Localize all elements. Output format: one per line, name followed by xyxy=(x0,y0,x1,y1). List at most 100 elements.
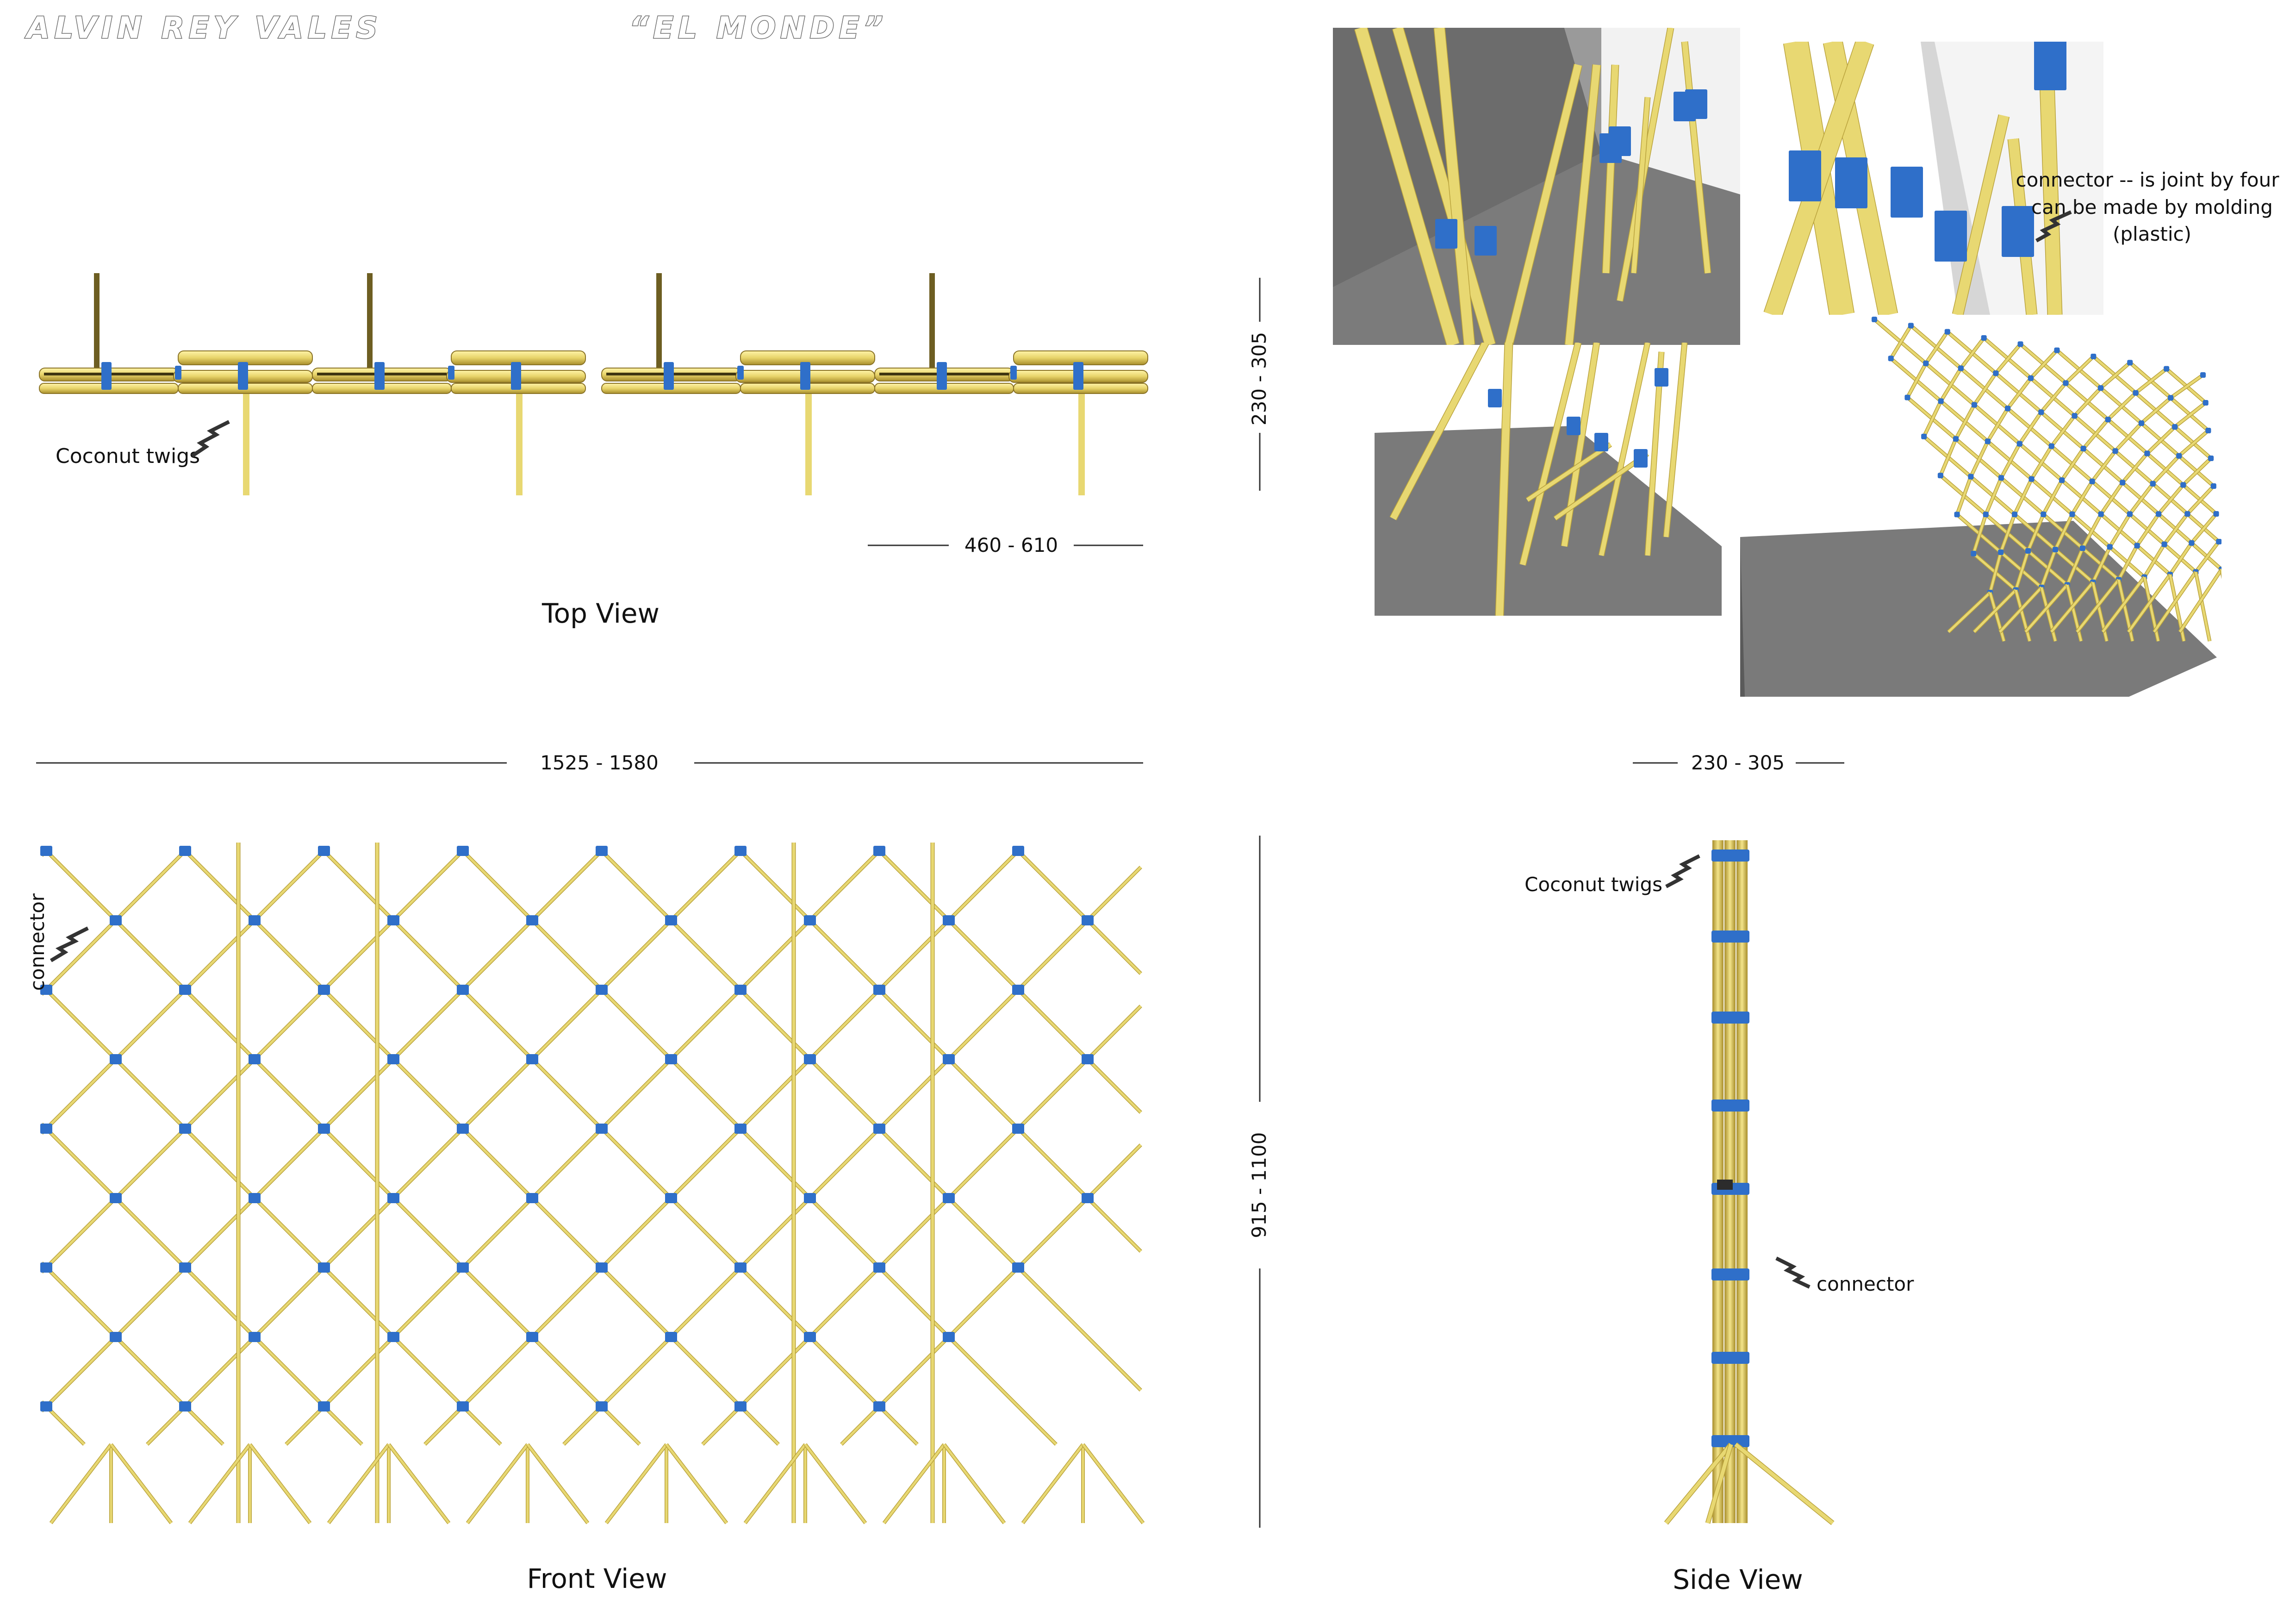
render-lattice-connector xyxy=(2105,417,2111,423)
render-lattice-twig-face xyxy=(2030,349,2058,379)
render-twig-face xyxy=(1520,343,1581,566)
render-connector-callout-line1: connector -- is joint by four xyxy=(2016,169,2279,191)
side-view-twigs-callout: Coconut twigs xyxy=(1524,873,1662,896)
front-leg-twig-face xyxy=(1082,1443,1144,1524)
render-lattice-twig-face xyxy=(2066,548,2084,586)
side-view-twigs-arrow xyxy=(1665,854,1700,888)
front-connector xyxy=(665,1332,677,1342)
front-diagonal-twig-face xyxy=(285,850,880,1445)
render-lattice-twig-face xyxy=(1906,362,1927,398)
front-diagonal-twig-face xyxy=(702,1005,1142,1445)
render-twig-face xyxy=(1603,64,1618,274)
render-lattice-connector xyxy=(2205,428,2211,433)
render-leg-twig-face xyxy=(2220,569,2221,576)
render-lattice-connector xyxy=(1993,370,1999,376)
render-lattice-connector xyxy=(1985,438,1991,444)
top-view: Coconut twigs 460 - 610 Top View 230 - 3… xyxy=(39,273,1270,629)
side-connector xyxy=(1711,1268,1749,1280)
front-connector xyxy=(318,846,330,856)
front-leg-twig-face xyxy=(605,1443,667,1524)
render-lattice-connector xyxy=(2180,482,2186,488)
front-leg-twig-face xyxy=(110,1443,172,1524)
render-lattice-connector xyxy=(1981,335,1987,341)
render-lattice-connector xyxy=(2089,478,2095,484)
front-connector xyxy=(1082,915,1094,925)
render-lattice-twig-face xyxy=(2107,392,2137,420)
render-connector xyxy=(2002,206,2034,257)
render-lattice-connector xyxy=(1944,329,1950,335)
render-lattice-connector xyxy=(2133,390,2139,396)
render-lattice-twig-face xyxy=(1940,368,1962,402)
render-lattice-connector xyxy=(1921,433,1927,439)
front-view-connector-callout: connector xyxy=(26,893,49,991)
front-diagonal-twig-face xyxy=(41,1123,363,1445)
render-lattice-twig-face xyxy=(2027,513,2045,551)
render-lattice-connector xyxy=(2038,409,2044,415)
render-connector xyxy=(1891,167,1923,218)
side-connector xyxy=(1711,1099,1749,1112)
render-lattice-connector xyxy=(2028,476,2035,482)
render-lattice-twig-face xyxy=(2007,377,2032,409)
render-lattice-connector xyxy=(1937,473,1943,479)
front-connector xyxy=(1012,985,1024,995)
side-connector-dark xyxy=(1717,1180,1733,1190)
render-lattice-twig-face xyxy=(2114,422,2142,452)
front-diagonal-twig-face xyxy=(184,850,779,1445)
render-lattice-twig-face xyxy=(2190,513,2217,544)
render-connector xyxy=(1655,368,1668,387)
front-connector xyxy=(179,1262,191,1273)
render-lattice-twig-face xyxy=(2195,541,2220,573)
render-lattice-twig-face xyxy=(1890,325,1912,359)
front-connector xyxy=(249,1193,261,1203)
top-view-connector xyxy=(937,362,947,390)
front-connector xyxy=(318,1262,330,1273)
top-view-callout-arrow xyxy=(191,420,230,458)
front-connector xyxy=(596,985,608,995)
render-panel-full-perspective xyxy=(1740,317,2221,697)
render-lattice-twig-face xyxy=(2135,368,2167,394)
render-lattice-connector xyxy=(2127,360,2133,366)
front-connector xyxy=(873,1401,885,1412)
render-lattice-twig-face xyxy=(2152,455,2180,485)
render-lattice-connector xyxy=(2005,406,2011,412)
render-lattice-connector xyxy=(2127,511,2133,517)
front-connector xyxy=(804,1332,816,1342)
front-view-callout-arrow xyxy=(50,926,89,962)
render-connector xyxy=(1488,389,1502,407)
render-lattice-connector xyxy=(2072,413,2078,419)
front-connector xyxy=(179,1124,191,1134)
render-lattice-twig-face xyxy=(2081,513,2102,549)
front-diagonal-twig-face xyxy=(563,866,1142,1445)
render-lattice-twig-face xyxy=(2128,483,2154,515)
front-connector xyxy=(665,1193,677,1203)
render-twig-face xyxy=(1599,343,1650,556)
front-connector xyxy=(734,1262,747,1273)
top-view-depth-dimension: 230 - 305 xyxy=(1248,332,1270,425)
top-view-back-post xyxy=(929,273,935,375)
front-connector xyxy=(526,1332,538,1342)
render-lattice-connector xyxy=(2080,446,2086,452)
render-lattice-connector xyxy=(1971,402,1977,408)
top-view-connector xyxy=(664,362,674,390)
render-lattice-twig-face xyxy=(2136,513,2160,546)
front-connector xyxy=(1082,1054,1094,1064)
render-lattice-twig-face xyxy=(2065,356,2095,384)
render-twig-face xyxy=(1953,114,2009,315)
render-connector xyxy=(1685,89,1707,119)
render-lattice-connector xyxy=(2025,548,2031,554)
render-lattice-connector xyxy=(1958,365,1964,371)
render-panel-closeup-corner xyxy=(1333,28,1740,345)
render-lattice-twig-face xyxy=(1954,404,1976,440)
side-view-connector-arrow xyxy=(1775,1256,1811,1289)
render-lattice-connector xyxy=(1923,360,1929,366)
top-view-label: Top View xyxy=(541,598,660,629)
render-lattice-twig-face xyxy=(1970,441,1989,477)
front-connector xyxy=(457,985,469,995)
side-view-label: Side View xyxy=(1673,1564,1803,1595)
render-lattice-twig-face xyxy=(1923,400,1942,437)
front-connector xyxy=(110,915,122,925)
render-lattice-connector xyxy=(2184,511,2190,517)
render-lattice-twig-face xyxy=(2015,550,2029,591)
render-lattice-twig-face xyxy=(2170,374,2204,399)
front-connector xyxy=(943,1054,955,1064)
